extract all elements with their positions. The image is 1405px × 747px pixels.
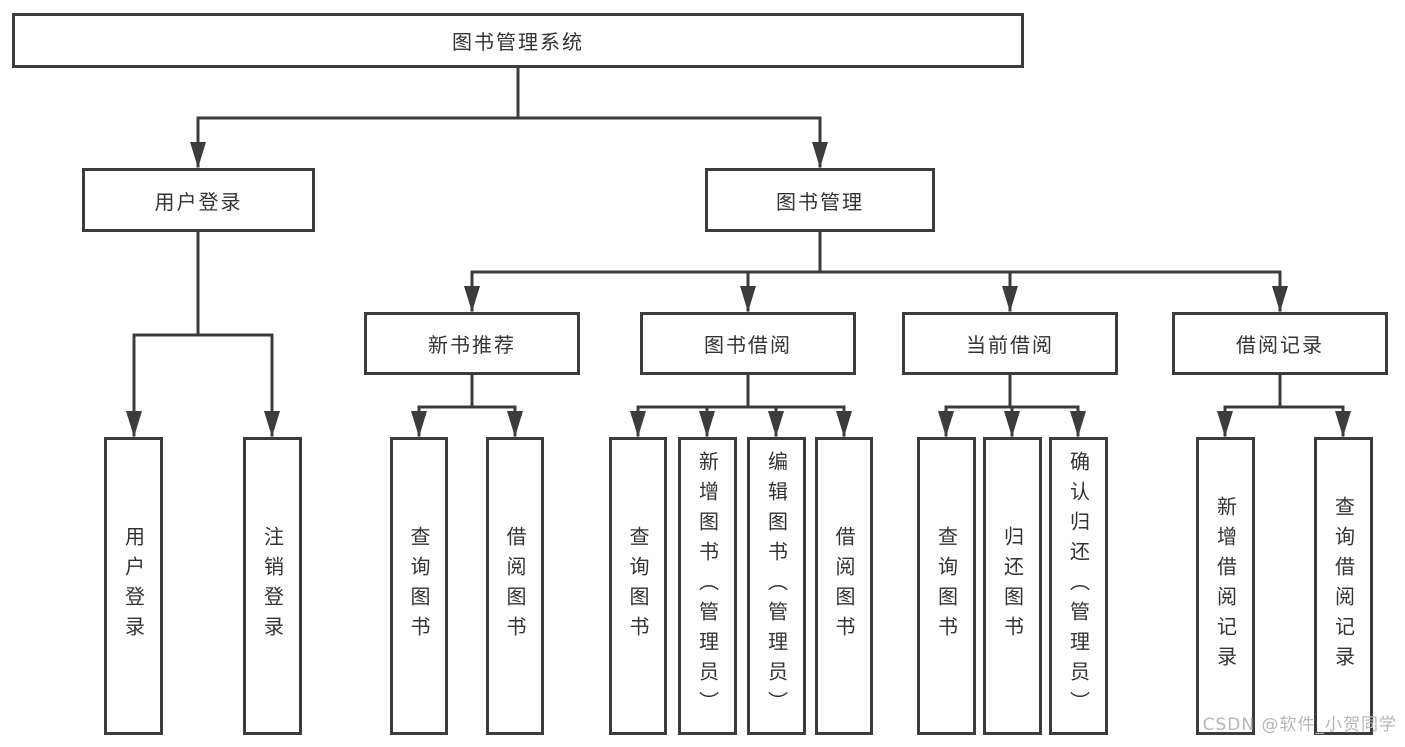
node-book-borrowing-label: 图书借阅 <box>704 333 792 357</box>
leaf-borrow-books-recommend-label: 借阅图书 <box>503 526 527 646</box>
leaf-add-books-admin-label: 新增图书（管理员） <box>695 451 720 721</box>
node-current-borrowing: 当前借阅 <box>902 312 1118 375</box>
leaf-logout: 注销登录 <box>243 437 302 735</box>
leaf-user-login-label: 用户登录 <box>121 526 146 646</box>
leaf-borrow-books-recommend: 借阅图书 <box>486 437 544 735</box>
node-borrowing-records: 借阅记录 <box>1172 312 1388 375</box>
leaf-return-books: 归还图书 <box>983 437 1042 735</box>
leaf-logout-label: 注销登录 <box>260 526 285 646</box>
node-new-book-recommend: 新书推荐 <box>364 312 580 375</box>
connector-path <box>132 66 1345 437</box>
leaf-query-books-current: 查询图书 <box>917 437 976 735</box>
leaf-query-books-recommend: 查询图书 <box>390 437 448 735</box>
leaf-add-borrow-record-label: 新增借阅记录 <box>1213 496 1238 676</box>
node-borrowing-records-label: 借阅记录 <box>1236 333 1324 357</box>
leaf-user-login: 用户登录 <box>104 437 163 735</box>
leaf-query-books-recommend-label: 查询图书 <box>407 526 431 646</box>
node-new-book-recommend-label: 新书推荐 <box>428 333 516 357</box>
node-book-management: 图书管理 <box>705 168 935 232</box>
leaf-query-books-borrow: 查询图书 <box>609 437 667 735</box>
leaf-borrow-books: 借阅图书 <box>815 437 873 735</box>
leaf-confirm-return-admin: 确认归还（管理员） <box>1049 437 1108 735</box>
leaf-add-borrow-record: 新增借阅记录 <box>1196 437 1255 735</box>
node-user-login: 用户登录 <box>82 168 315 232</box>
node-current-borrowing-label: 当前借阅 <box>966 333 1054 357</box>
watermark: CSDN @软件_小贺同学 <box>1202 715 1397 735</box>
node-book-management-label: 图书管理 <box>776 189 864 214</box>
leaf-query-books-current-label: 查询图书 <box>934 526 959 646</box>
node-root-label: 图书管理系统 <box>452 30 584 54</box>
leaf-borrow-books-label: 借阅图书 <box>832 526 856 646</box>
leaf-query-books-borrow-label: 查询图书 <box>626 526 650 646</box>
leaf-edit-books-admin: 编辑图书（管理员） <box>747 437 806 735</box>
leaf-edit-books-admin-label: 编辑图书（管理员） <box>764 451 789 721</box>
node-book-borrowing: 图书借阅 <box>640 312 856 375</box>
node-root: 图书管理系统 <box>12 13 1024 68</box>
leaf-confirm-return-admin-label: 确认归还（管理员） <box>1066 451 1091 721</box>
leaf-query-borrow-record-label: 查询借阅记录 <box>1331 496 1356 676</box>
leaf-return-books-label: 归还图书 <box>1000 526 1025 646</box>
leaf-add-books-admin: 新增图书（管理员） <box>678 437 737 735</box>
node-user-login-label: 用户登录 <box>154 189 243 214</box>
leaf-query-borrow-record: 查询借阅记录 <box>1314 437 1373 735</box>
